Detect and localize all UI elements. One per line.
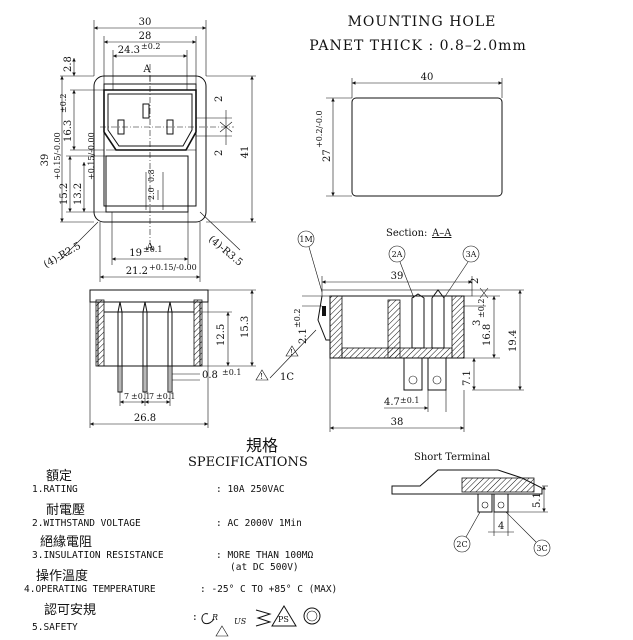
dim-left-height: 39: [40, 154, 51, 167]
callout-2c: 2C: [456, 540, 467, 549]
dim-right-pin1: 2: [214, 96, 225, 102]
dim-left-cavity: 16.3: [63, 120, 74, 142]
dim-left-cavity-tol: ±0.2: [59, 94, 68, 113]
section-mark-bottom: A: [145, 242, 154, 253]
spec-3-value: : MORE THAN 100MΩ: [216, 550, 314, 561]
section-dim-4-7: 4.7: [384, 397, 400, 408]
side-width: 26.8: [134, 413, 156, 424]
short-terminal-label: Short Terminal: [414, 452, 490, 463]
spec-5-cjk: 認可安規: [44, 602, 96, 618]
section-dim-2: 2: [470, 278, 481, 284]
dim-inner-small-2: 2.0: [147, 187, 156, 200]
section-dim-16-8: 16.8: [482, 324, 493, 346]
mount-hole-height: 27: [322, 149, 333, 162]
pse-icon: [255, 609, 272, 627]
panel-thickness-title: PANET THICK : 0.8–2.0mm: [309, 38, 526, 54]
dim-bottom-outer: 21.2: [126, 266, 148, 277]
side-pitch-1-tol: ±0.1: [131, 392, 150, 401]
section-dim-16-8-tol: ±0.2: [477, 299, 486, 318]
section-dim-7-1: 7.1: [462, 370, 473, 386]
section-dim-39: 39: [391, 271, 404, 282]
side-dim-12-5: 12.5: [216, 324, 227, 346]
ul-recognized-icon: R US: [201, 613, 247, 637]
dim-bottom-inner-tol: ±0.1: [143, 245, 162, 254]
dim-left-lower2: 13.2: [73, 183, 84, 205]
short-terminal-dim-4: 4: [498, 521, 504, 532]
callout-3c: 3C: [536, 544, 547, 553]
dim-bottom-inner: 19: [129, 248, 142, 259]
spec-1-label: 1.RATING: [32, 484, 78, 495]
section-dim-19-4: 19.4: [508, 330, 519, 352]
section-dim-2-1-tol: ±0.2: [293, 309, 302, 328]
callout-3a: 3A: [466, 250, 477, 259]
spec-3-label: 3.INSULATION RESISTANCE: [32, 550, 164, 561]
mount-hole-view: 40 27 +0.2/-0.0: [315, 72, 503, 197]
dim-left-lower1-tol: +0.15/-0.00: [53, 132, 62, 180]
certification-marks: R US PS: [201, 605, 321, 637]
note-1c: 1C: [280, 372, 294, 383]
side-pitch-1: 7: [124, 392, 129, 401]
callout-2a: 2A: [392, 250, 403, 259]
spec-1-value: : 10A 250VAC: [216, 484, 285, 495]
dim-top-cavity-tol: ±0.2: [141, 42, 160, 51]
dim-inner-small: 0.8: [147, 169, 156, 182]
spec-4-value: : -25° C TO +85° C (MAX): [200, 584, 337, 595]
cert-us-text: US: [234, 617, 247, 626]
dim-top-cavity: 24.3: [118, 45, 140, 56]
spec-3-value2: (at DC 500V): [230, 562, 299, 573]
spec-2-label: 2.WITHSTAND VOLTAGE: [32, 518, 141, 529]
spec-1-cjk: 額定: [46, 469, 72, 484]
side-dim-15-3: 15.3: [240, 316, 251, 338]
svg-text:R: R: [211, 613, 218, 622]
side-pitch-2: 7: [149, 392, 154, 401]
spec-heading: SPECIFICATIONS: [188, 455, 308, 470]
dim-top-inner: 28: [139, 31, 152, 42]
mount-hole-width: 40: [421, 72, 434, 83]
section-dim-2-1: 2.1: [298, 328, 309, 344]
side-dim-0-8: 0.8: [202, 370, 218, 381]
spec-2-value: : AC 2000V 1Min: [216, 518, 302, 529]
spec-5-value: :: [192, 612, 198, 623]
specifications: 規格 SPECIFICATIONS 額定 1.RATING : 10A 250V…: [24, 436, 337, 633]
dim-top-outer: 30: [139, 17, 152, 28]
spec-3-cjk: 絕緣電阻: [40, 535, 92, 550]
ccc-icon: [303, 607, 321, 625]
svg-text:!: !: [260, 372, 263, 381]
section-view: Section: A–A 1M 2A 3A 39: [285, 228, 524, 432]
dim-left-small: 2.8: [63, 56, 74, 72]
section-dim-4-7-tol: ±0.1: [400, 396, 419, 405]
radius-right: (4)-R3.5: [206, 234, 244, 269]
callout-1m: 1M: [299, 235, 312, 244]
ps-triangle-icon: PS: [271, 605, 297, 627]
section-label: Section:: [386, 228, 427, 239]
spec-5-label: 5.SAFETY: [32, 622, 78, 633]
short-terminal-dim-5-1: 5.1: [532, 492, 543, 508]
front-view: 0.8 2.0 30 28 24.3 ±0.2 A 39 16.3 ±0.2 2…: [40, 17, 256, 282]
mounting-hole-title: MOUNTING HOLE: [348, 14, 497, 30]
dim-right-pin2: 2: [214, 150, 225, 156]
side-pitch-2-tol: ±0.1: [156, 392, 175, 401]
mount-hole-height-tol: +0.2/-0.0: [315, 110, 324, 148]
section-dim-3: 3: [472, 320, 483, 326]
section-dim-38: 38: [391, 417, 404, 428]
side-dim-0-8-tol: ±0.1: [222, 368, 241, 377]
spec-heading-cjk: 規格: [246, 436, 278, 455]
dim-left-lower1: 15.2: [59, 183, 70, 205]
dim-left-lower2-tol: +0.15/-0.00: [87, 132, 96, 180]
svg-text:PS: PS: [278, 615, 289, 624]
spec-2-cjk: 耐電壓: [46, 503, 85, 518]
spec-4-label: 4.OPERATING TEMPERATURE: [24, 584, 156, 595]
side-view: 12.5 15.3 0.8 ±0.1 ! 1C 7 ±0.1 7 ±0.1 26…: [89, 289, 317, 428]
section-label-ref: A–A: [431, 228, 452, 239]
section-mark-top: A: [142, 64, 151, 75]
short-terminal-view: Short Terminal 4 5.1 2C 3C: [391, 452, 551, 557]
dim-right-height: 41: [240, 146, 251, 159]
radius-left: (4)-R2.5: [42, 241, 83, 271]
svg-text:!: !: [290, 348, 293, 357]
dim-bottom-outer-tol: +0.15/-0.00: [149, 263, 197, 272]
spec-4-cjk: 操作溫度: [36, 568, 88, 584]
